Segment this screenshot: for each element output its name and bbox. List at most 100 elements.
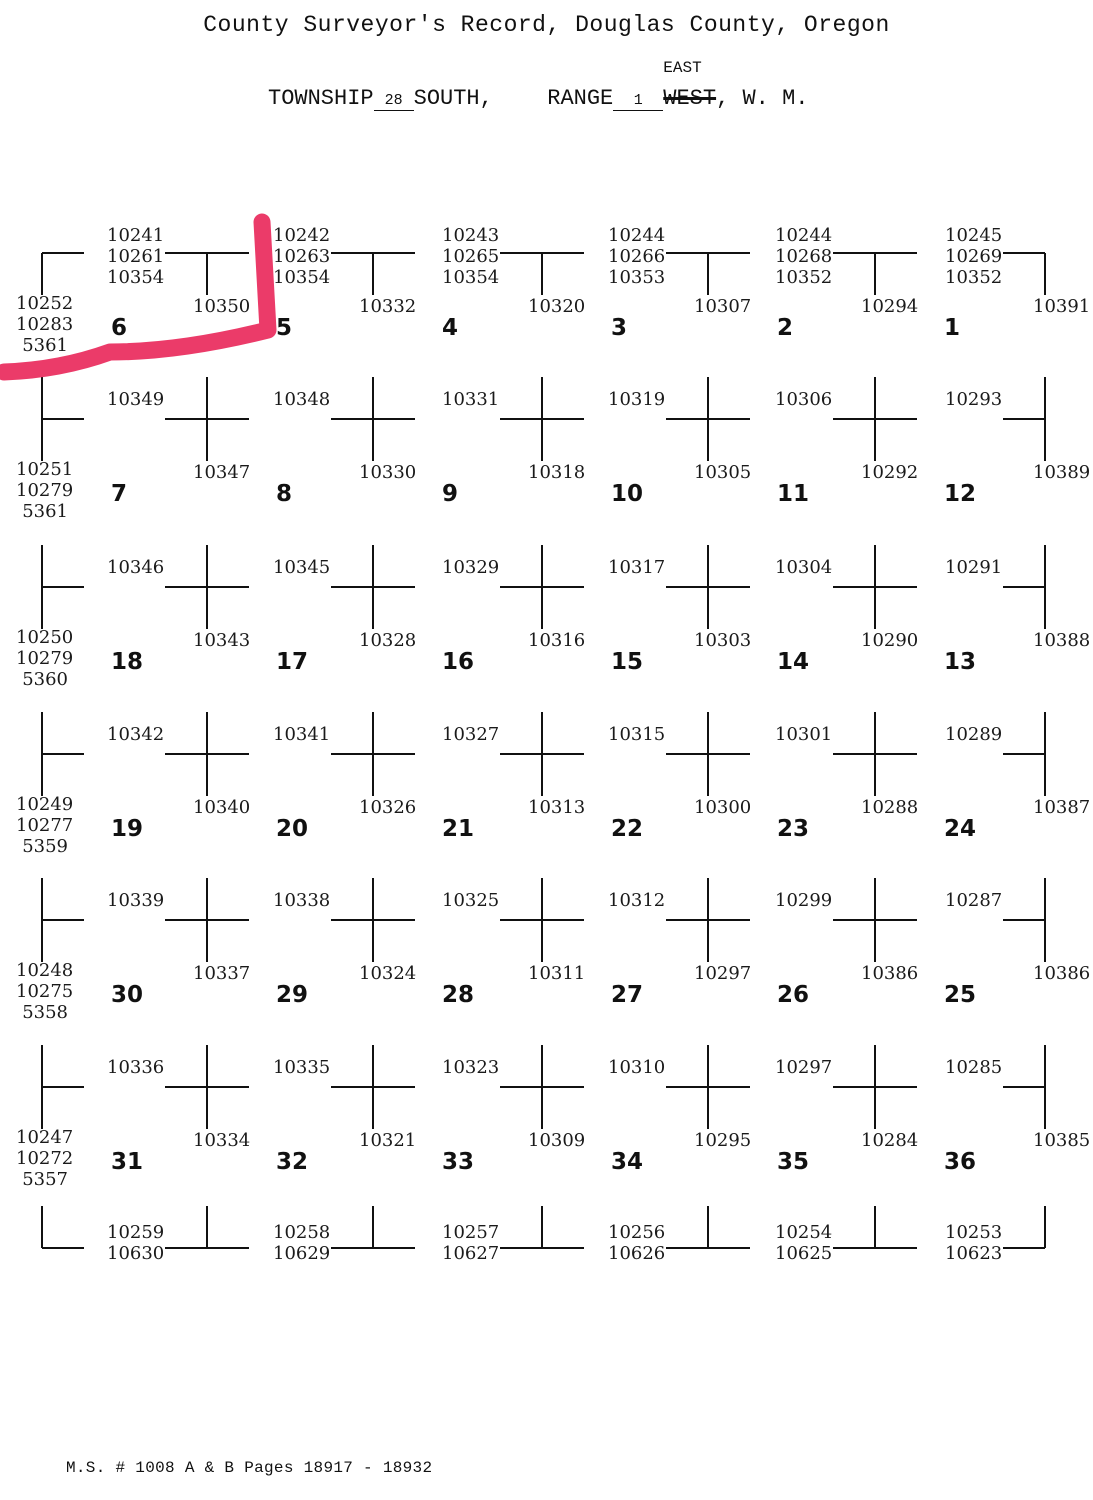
- corner-ref: 10349: [107, 389, 165, 410]
- corner-ref: 10311: [528, 963, 586, 984]
- corner-ref: 10245: [945, 225, 1003, 246]
- corner-ref: 10304: [775, 557, 833, 578]
- corner-ref: 10337: [193, 963, 251, 984]
- corner-ref: 10303: [694, 630, 752, 651]
- corner-ref: 10623: [945, 1243, 1003, 1264]
- section-number: 4: [442, 315, 459, 341]
- section-number: 11: [777, 481, 810, 507]
- corner-ref-stack: 10306: [775, 389, 832, 410]
- section-number: 21: [442, 816, 475, 842]
- corner-ref: 10389: [1033, 462, 1091, 483]
- corner-ref: 10340: [193, 797, 251, 818]
- corner-ref: 10354: [273, 267, 331, 288]
- corner-ref-stack: 10297: [775, 1057, 832, 1078]
- corner-ref: 10346: [107, 557, 165, 578]
- corner-ref: 10630: [107, 1243, 165, 1264]
- corner-ref: 10248: [16, 960, 74, 981]
- corner-ref: 10353: [608, 267, 666, 288]
- corner-ref-stack: 10336: [107, 1057, 164, 1078]
- section-number: 28: [442, 982, 475, 1008]
- corner-ref-stack: 10348: [273, 389, 330, 410]
- section-number: 6: [111, 315, 128, 341]
- corner-ref: 10334: [193, 1130, 251, 1151]
- range-label: RANGE: [547, 86, 614, 111]
- section-number: 8: [276, 481, 293, 507]
- meridian-sep: ,: [716, 86, 743, 111]
- corner-ref: 10243: [442, 225, 500, 246]
- corner-ref: 10310: [608, 1057, 666, 1078]
- section-number: 1: [944, 315, 961, 341]
- section-number: 30: [111, 982, 144, 1008]
- corner-ref-stack: 10325: [442, 890, 499, 911]
- corner-ref: 10350: [193, 296, 251, 317]
- corner-ref-stack: 10327: [442, 724, 499, 745]
- section-number: 7: [111, 481, 128, 507]
- corner-ref: 10249: [16, 794, 74, 815]
- section-number: 16: [442, 649, 475, 675]
- corner-ref: 10313: [528, 797, 586, 818]
- corner-ref: 10315: [608, 724, 666, 745]
- corner-ref: 10385: [1033, 1130, 1091, 1151]
- section-number: 31: [111, 1149, 144, 1175]
- section-number: 13: [944, 649, 977, 675]
- corner-ref: 10253: [945, 1222, 1003, 1243]
- corner-ref-stack: 10317: [608, 557, 665, 578]
- corner-ref: 10629: [273, 1243, 331, 1264]
- section-number: 2: [777, 315, 794, 341]
- corner-ref: 10275: [16, 981, 74, 1002]
- section-number: 18: [111, 649, 144, 675]
- corner-ref: 10386: [861, 963, 919, 984]
- corner-ref: 10330: [359, 462, 417, 483]
- corner-ref: 10387: [1033, 797, 1091, 818]
- corner-ref: 10300: [694, 797, 752, 818]
- corner-ref: 10323: [442, 1057, 500, 1078]
- corner-ref: 10242: [273, 225, 331, 246]
- corner-ref: 10306: [775, 389, 833, 410]
- corner-ref: 10352: [775, 267, 833, 288]
- corner-ref: 10247: [16, 1127, 74, 1148]
- corner-ref-stack: 10346: [107, 557, 164, 578]
- corner-ref: 10299: [775, 890, 833, 911]
- section-number: 10: [611, 481, 644, 507]
- corner-ref: 10285: [945, 1057, 1003, 1078]
- corner-ref: 10263: [273, 246, 331, 267]
- corner-ref: 10301: [775, 724, 833, 745]
- section-number: 26: [777, 982, 810, 1008]
- corner-ref: 10291: [945, 557, 1003, 578]
- corner-ref: 10341: [273, 724, 331, 745]
- section-number: 9: [442, 481, 459, 507]
- section-number: 25: [944, 982, 977, 1008]
- corner-ref: 10386: [1033, 963, 1091, 984]
- corner-ref: 10290: [861, 630, 919, 651]
- corner-ref-stack: 10349: [107, 389, 164, 410]
- corner-ref: 10318: [528, 462, 586, 483]
- section-number: 24: [944, 816, 977, 842]
- corner-ref-stack: 10285: [945, 1057, 1002, 1078]
- corner-ref: 10626: [608, 1243, 666, 1264]
- section-number: 19: [111, 816, 144, 842]
- section-number: 32: [276, 1149, 309, 1175]
- corner-ref: 5361: [22, 335, 68, 356]
- corner-ref: 10287: [945, 890, 1003, 911]
- corner-ref: 10288: [861, 797, 919, 818]
- corner-ref: 10324: [359, 963, 417, 984]
- corner-ref: 10354: [107, 267, 165, 288]
- corner-ref: 10335: [273, 1057, 331, 1078]
- corner-ref: 10336: [107, 1057, 165, 1078]
- corner-ref: 10352: [945, 267, 1003, 288]
- section-number: 35: [777, 1149, 810, 1175]
- section-number: 17: [276, 649, 309, 675]
- corner-ref: 10625: [775, 1243, 833, 1264]
